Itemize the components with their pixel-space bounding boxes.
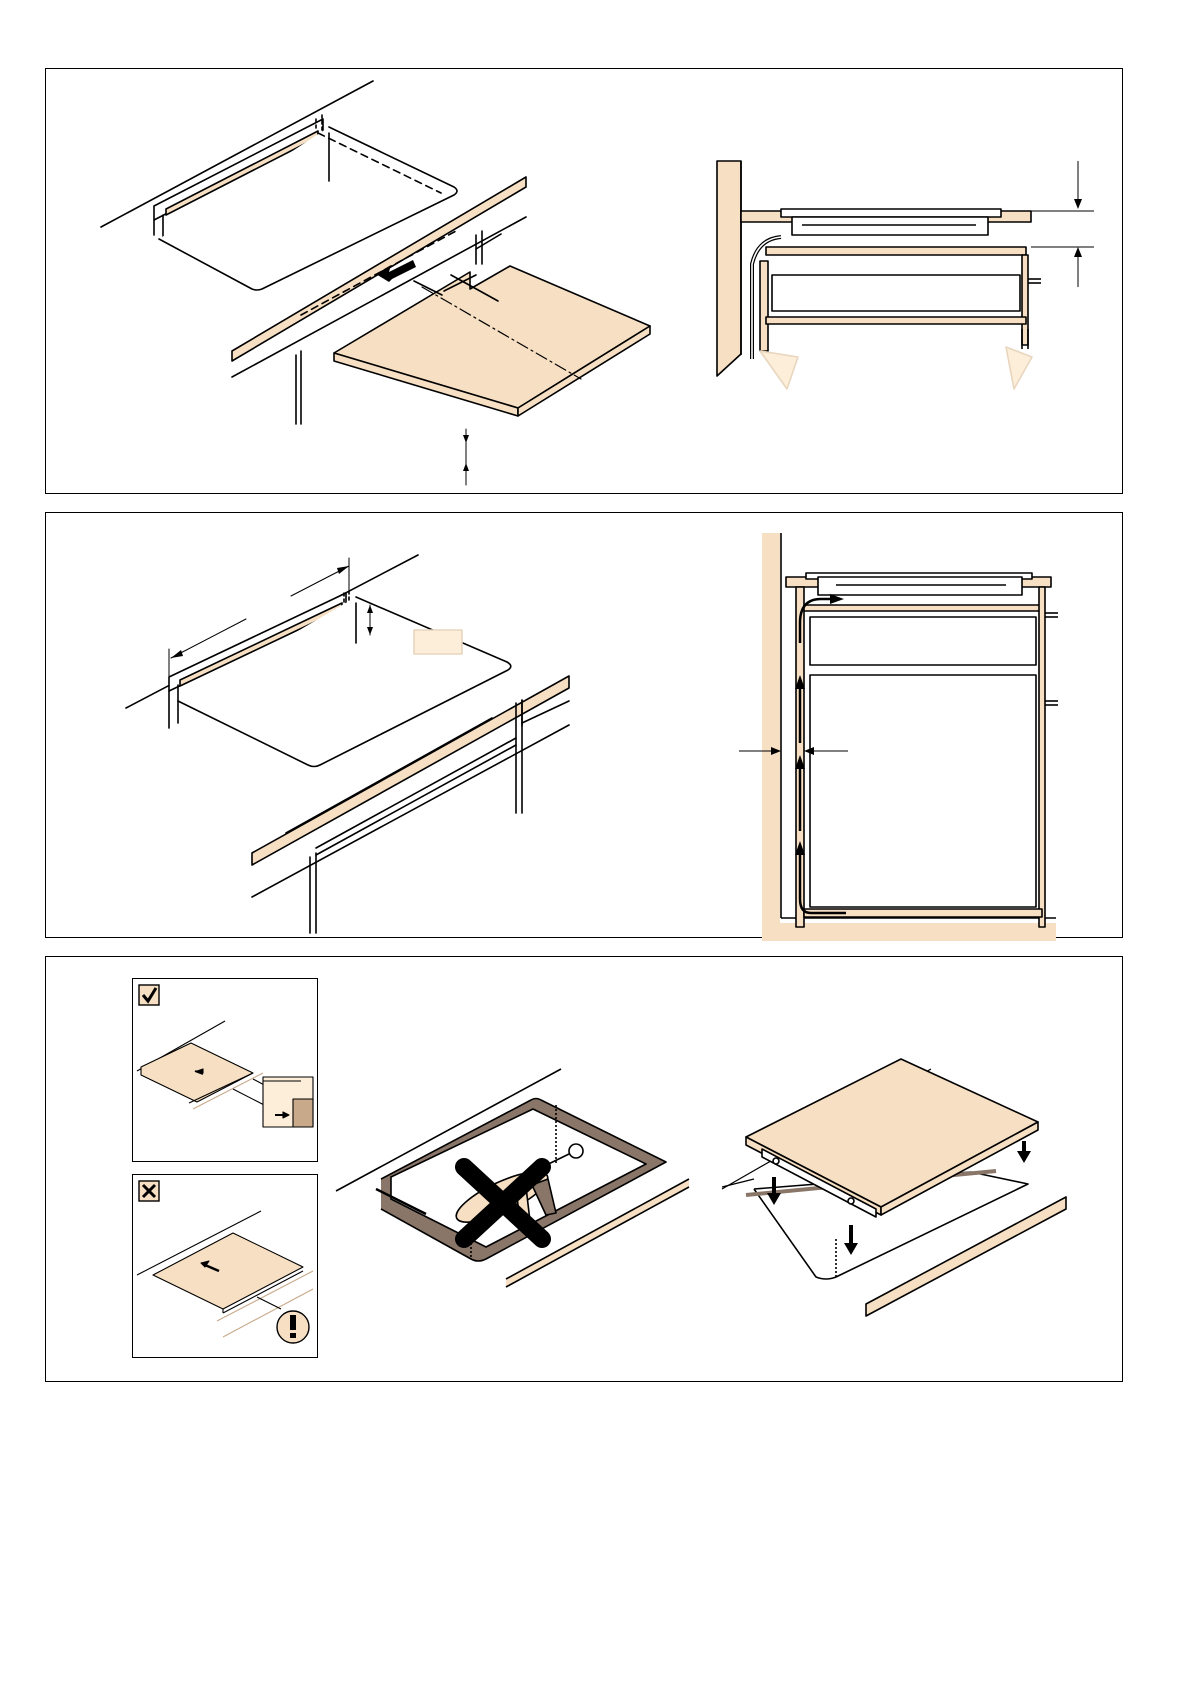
side-section-drawing: [46, 69, 1124, 495]
ventilation-section-drawing: [46, 513, 1124, 939]
figure-panel-2: [45, 512, 1123, 938]
figure-panel-3: [45, 956, 1123, 1382]
figure-panel-1: [45, 68, 1123, 494]
hob-insertion-drawing: [46, 957, 1124, 1383]
